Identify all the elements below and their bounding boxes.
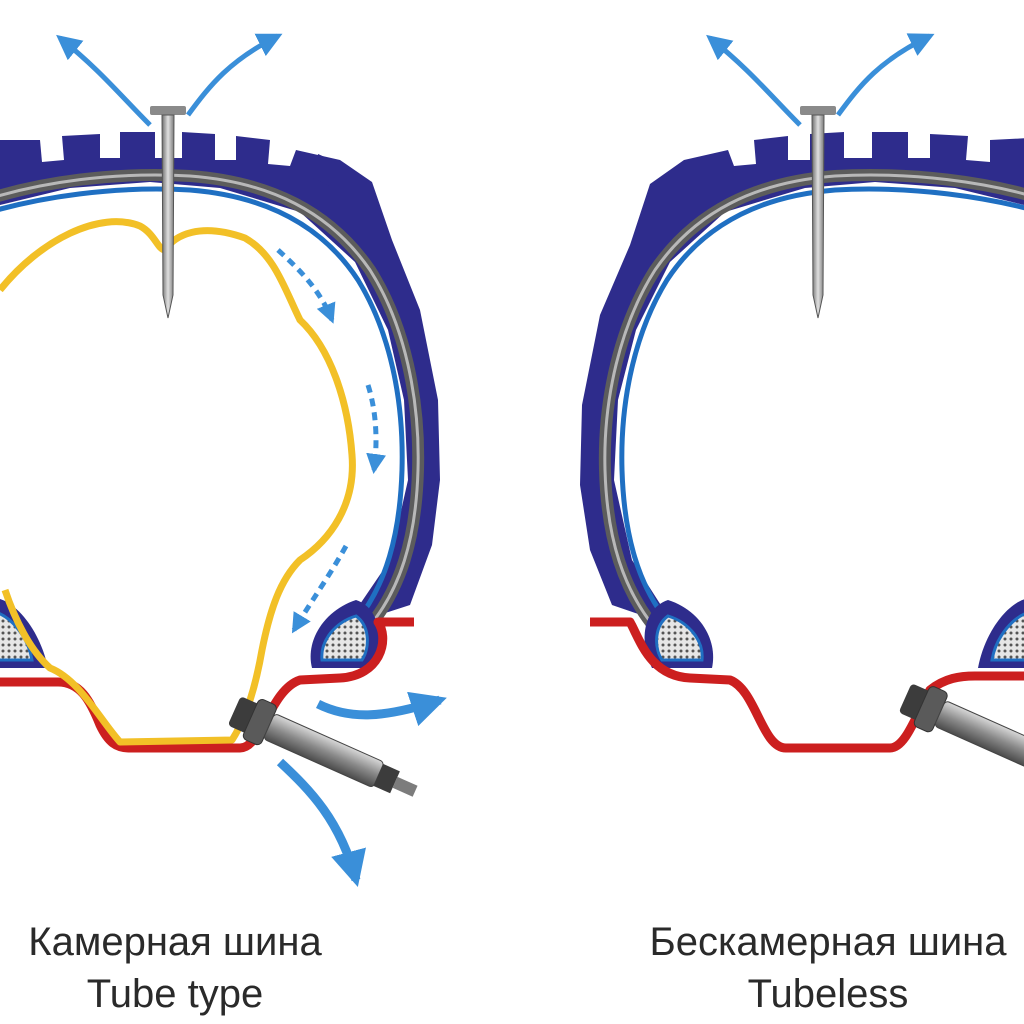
- tubeless-label-ru: Бескамерная шина: [649, 920, 1007, 964]
- air-leak-arrow-icon: [56, 34, 152, 127]
- inner-liner: [0, 186, 405, 624]
- tubeless-caption: Бескамерная шина Tubeless: [598, 916, 1024, 1020]
- tube-type-label-ru: Камерная шина: [28, 920, 322, 964]
- air-leak-arrow-icon: [315, 691, 447, 727]
- valve-icon: [899, 684, 1024, 775]
- air-leak-arrow-icon: [835, 33, 935, 117]
- air-leak-arrow-icon: [706, 34, 802, 127]
- casing-layer: [0, 169, 425, 632]
- inner-liner: [619, 186, 1024, 624]
- tread-blocks: [308, 154, 340, 186]
- tube-type-tire: [0, 33, 447, 887]
- nail-icon: [150, 106, 186, 319]
- tube-type-label-en: Tube type: [86, 972, 264, 1016]
- inner-tube: [0, 218, 356, 746]
- air-leak-arrow-icon: [276, 758, 366, 887]
- rim: [590, 617, 1024, 753]
- air-flow-arrow-icon: [276, 248, 336, 324]
- tubeless-tire: [580, 33, 1024, 775]
- tubeless-label-en: Tubeless: [747, 972, 909, 1016]
- valve-icon: [228, 697, 418, 797]
- air-flow-arrow-icon: [291, 544, 349, 634]
- air-flow-arrow-icon: [365, 384, 387, 474]
- nail-icon: [800, 106, 836, 319]
- air-leak-arrow-icon: [185, 33, 283, 117]
- tread: [0, 132, 440, 618]
- tread: [580, 132, 1024, 618]
- tube-type-caption: Камерная шина Tube type: [0, 916, 360, 1020]
